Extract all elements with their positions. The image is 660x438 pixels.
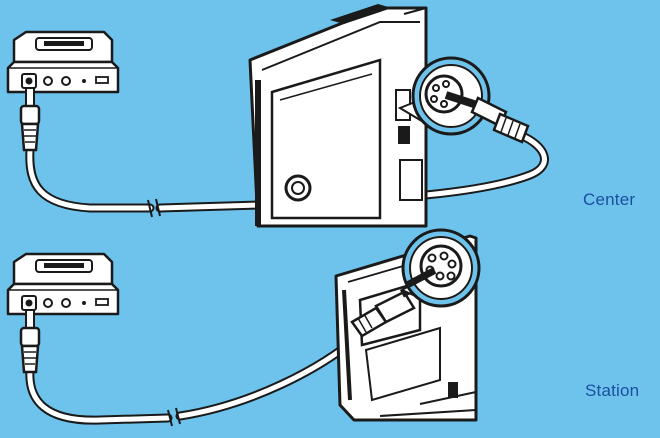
s-video-plug-icon — [19, 309, 41, 374]
dock-box-icon — [6, 30, 120, 94]
speaker-unit-back-icon — [248, 4, 428, 228]
s-video-plug-icon — [19, 87, 41, 152]
station-diagram — [6, 228, 481, 427]
connector-magnifier-icon — [397, 56, 530, 144]
center-label: Center — [583, 190, 636, 209]
cable-break-icon — [147, 198, 161, 218]
connector-magnifier-icon — [399, 228, 481, 308]
center-diagram — [6, 4, 549, 228]
cable-break-icon — [167, 407, 181, 427]
dock-box-icon — [6, 252, 120, 316]
station-cable — [25, 330, 365, 427]
station-label: Station — [585, 381, 640, 400]
